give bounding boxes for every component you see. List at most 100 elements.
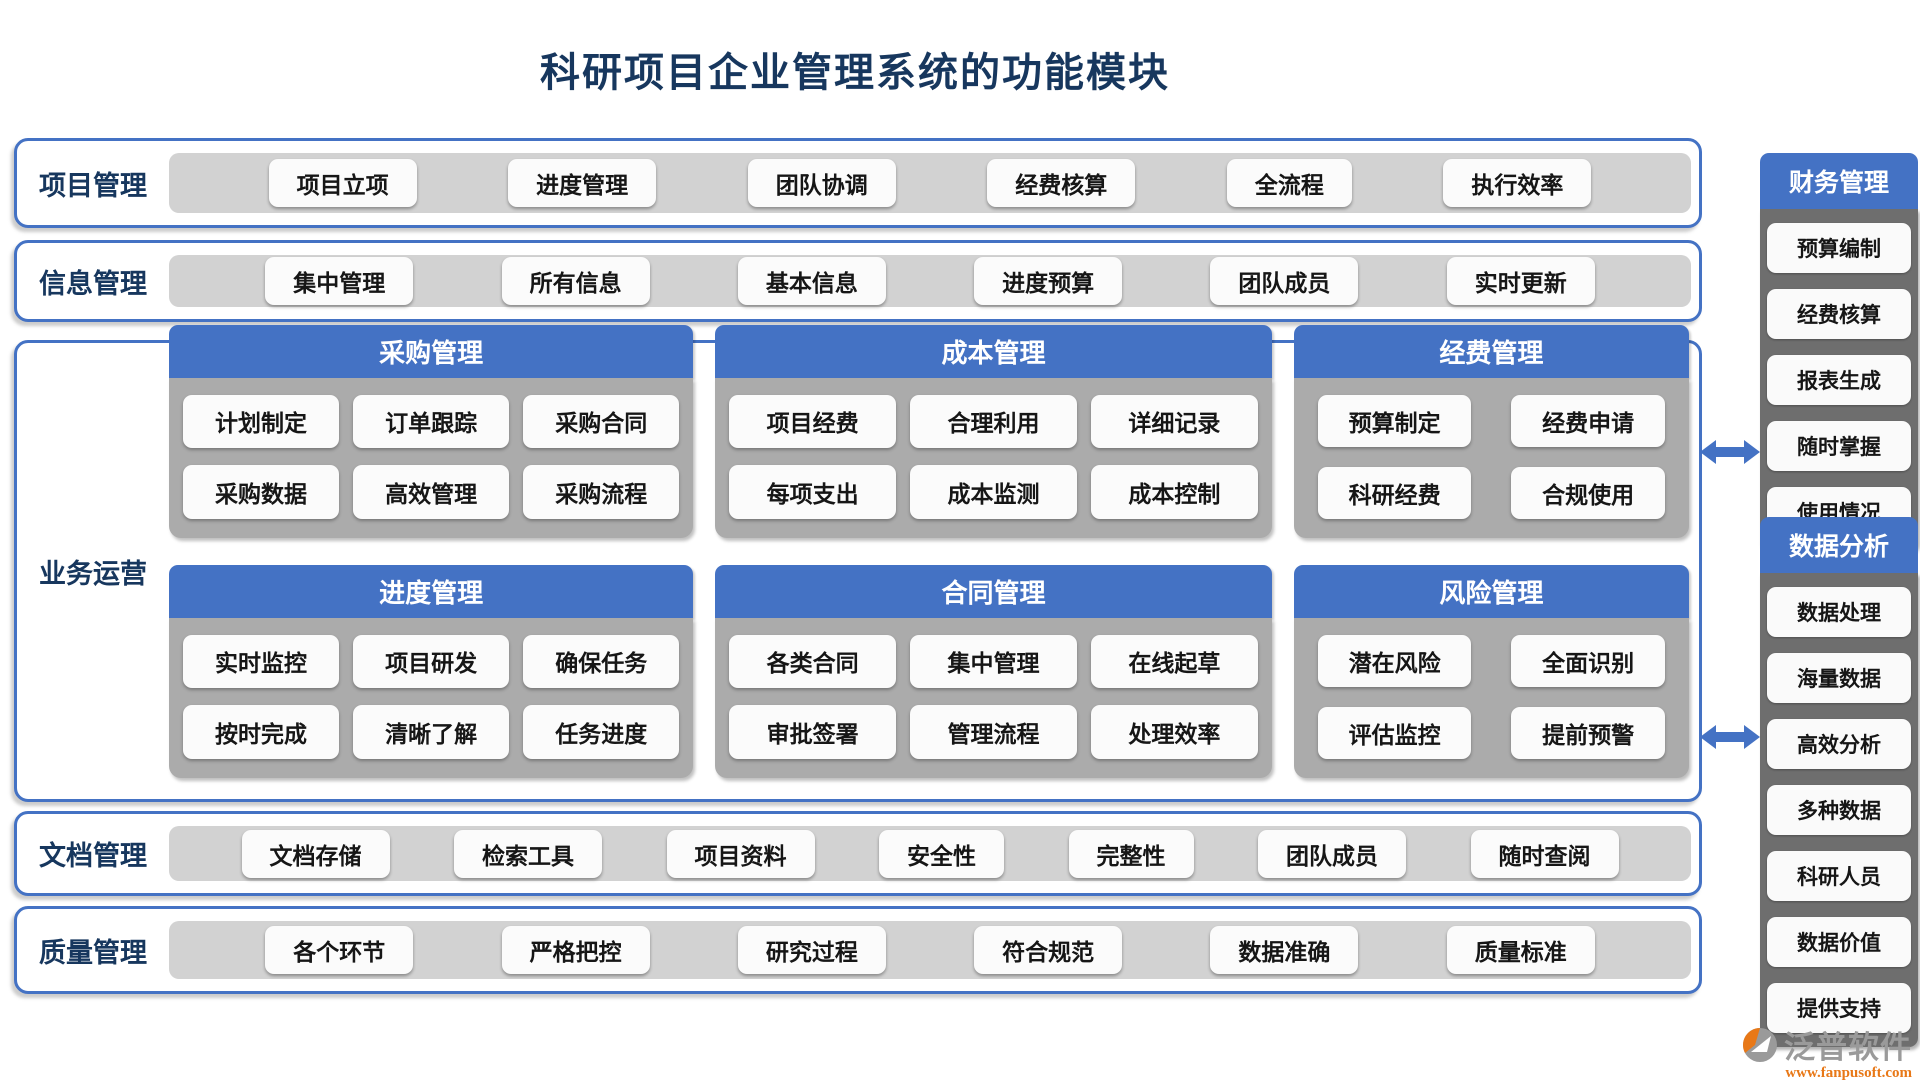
feature-chip: 经费申请 xyxy=(1511,394,1665,447)
band-business: 业务运营采购管理计划制定订单跟踪采购合同采购数据高效管理采购流程成本管理项目经费… xyxy=(14,324,1702,802)
feature-chip: 团队成员 xyxy=(1258,829,1406,878)
module-title: 风险管理 xyxy=(1293,564,1689,618)
double-arrow-icon xyxy=(1700,440,1760,464)
feature-chip: 各个环节 xyxy=(265,926,414,974)
side-panel-finance: 财务管理预算编制经费核算报表生成随时掌握使用情况 xyxy=(1760,153,1918,551)
feature-chip: 数据准确 xyxy=(1210,926,1359,974)
feature-chip: 检索工具 xyxy=(454,829,602,878)
feature-chip: 提供支持 xyxy=(1767,983,1911,1033)
feature-chip: 预算制定 xyxy=(1317,394,1472,447)
feature-chip: 每项支出 xyxy=(729,465,897,519)
module-body: 预算制定经费申请科研经费合规使用 xyxy=(1293,377,1689,538)
page-title: 科研项目企业管理系统的功能模块 xyxy=(540,50,1170,95)
feature-chip: 高效管理 xyxy=(353,465,510,519)
feature-chip: 预算编制 xyxy=(1767,223,1911,273)
feature-chip: 基本信息 xyxy=(737,257,886,305)
side-panel-title: 财务管理 xyxy=(1760,153,1918,209)
module-title: 采购管理 xyxy=(169,324,694,378)
feature-chip: 在线起草 xyxy=(1090,634,1258,688)
feature-chip: 提前预警 xyxy=(1511,706,1665,759)
feature-chip: 项目立项 xyxy=(268,159,417,207)
band-label-info: 信息管理 xyxy=(39,268,147,299)
side-panel-title: 数据分析 xyxy=(1760,517,1918,573)
module-title: 成本管理 xyxy=(715,324,1272,378)
feature-chip: 进度预算 xyxy=(974,257,1123,305)
module-card: 经费管理预算制定经费申请科研经费合规使用 xyxy=(1293,324,1689,538)
feature-chip: 合规使用 xyxy=(1511,466,1665,519)
side-panel-analysis: 数据分析数据处理海量数据高效分析多种数据科研人员数据价值提供支持 xyxy=(1760,517,1918,1047)
module-title: 经费管理 xyxy=(1293,324,1689,378)
feature-chip: 详细记录 xyxy=(1090,394,1258,448)
double-arrow-icon xyxy=(1700,725,1760,749)
module-card: 风险管理潜在风险全面识别评估监控提前预警 xyxy=(1293,564,1689,778)
feature-chip: 各类合同 xyxy=(729,634,897,688)
feature-chip: 进度管理 xyxy=(508,159,657,207)
feature-chip: 按时完成 xyxy=(183,705,340,759)
band-quality: 质量管理各个环节严格把控研究过程符合规范数据准确质量标准 xyxy=(14,906,1702,994)
feature-chip: 研究过程 xyxy=(737,926,886,974)
feature-chip: 确保任务 xyxy=(523,634,680,688)
feature-chip: 合理利用 xyxy=(910,394,1077,448)
band-project: 项目管理项目立项进度管理团队协调经费核算全流程执行效率 xyxy=(14,138,1702,228)
feature-chip: 审批签署 xyxy=(729,705,897,759)
band-strip-info: 集中管理所有信息基本信息进度预算团队成员实时更新 xyxy=(169,255,1691,307)
feature-chip: 处理效率 xyxy=(1090,705,1258,759)
module-body: 计划制定订单跟踪采购合同采购数据高效管理采购流程 xyxy=(169,377,694,538)
feature-chip: 采购流程 xyxy=(523,465,680,519)
band-strip-docs: 文档存储检索工具项目资料安全性完整性团队成员随时查阅 xyxy=(169,826,1691,881)
feature-chip: 计划制定 xyxy=(183,394,340,448)
band-docs: 文档管理文档存储检索工具项目资料安全性完整性团队成员随时查阅 xyxy=(14,811,1702,896)
band-label-business: 业务运营 xyxy=(39,558,147,589)
feature-chip: 采购合同 xyxy=(523,394,680,448)
feature-chip: 科研经费 xyxy=(1317,466,1472,519)
band-label-project: 项目管理 xyxy=(39,170,147,201)
band-strip-quality: 各个环节严格把控研究过程符合规范数据准确质量标准 xyxy=(169,921,1691,979)
feature-chip: 符合规范 xyxy=(974,926,1123,974)
main-column: 项目管理项目立项进度管理团队协调经费核算全流程执行效率信息管理集中管理所有信息基… xyxy=(14,0,1702,1080)
feature-chip: 清晰了解 xyxy=(353,705,510,759)
business-modules-grid: 采购管理计划制定订单跟踪采购合同采购数据高效管理采购流程成本管理项目经费合理利用… xyxy=(169,324,1689,778)
feature-chip: 团队协调 xyxy=(747,159,896,207)
feature-chip: 管理流程 xyxy=(910,705,1077,759)
feature-chip: 执行效率 xyxy=(1443,159,1592,207)
module-title: 合同管理 xyxy=(715,564,1272,618)
feature-chip: 团队成员 xyxy=(1210,257,1359,305)
feature-chip: 多种数据 xyxy=(1767,785,1911,835)
feature-chip: 订单跟踪 xyxy=(353,394,510,448)
feature-chip: 全面识别 xyxy=(1511,634,1665,687)
vendor-logo: 泛普软件 www.fanpusoft.com xyxy=(1712,1022,1912,1080)
vendor-logo-icon xyxy=(1743,1027,1777,1062)
vendor-website: www.fanpusoft.com xyxy=(1785,1065,1912,1080)
feature-chip: 数据价值 xyxy=(1767,917,1911,967)
module-body: 实时监控项目研发确保任务按时完成清晰了解任务进度 xyxy=(169,617,694,778)
band-label-quality: 质量管理 xyxy=(39,937,147,968)
feature-chip: 潜在风险 xyxy=(1317,634,1472,687)
feature-chip: 科研人员 xyxy=(1767,851,1911,901)
module-card: 进度管理实时监控项目研发确保任务按时完成清晰了解任务进度 xyxy=(169,564,694,778)
feature-chip: 项目资料 xyxy=(666,829,815,878)
band-strip-project: 项目立项进度管理团队协调经费核算全流程执行效率 xyxy=(169,153,1691,213)
feature-chip: 高效分析 xyxy=(1767,719,1911,769)
module-body: 各类合同集中管理在线起草审批签署管理流程处理效率 xyxy=(715,617,1272,778)
feature-chip: 质量标准 xyxy=(1446,926,1595,974)
feature-chip: 数据处理 xyxy=(1767,587,1911,637)
feature-chip: 经费核算 xyxy=(987,159,1136,207)
module-card: 采购管理计划制定订单跟踪采购合同采购数据高效管理采购流程 xyxy=(169,324,694,538)
feature-chip: 随时查阅 xyxy=(1470,829,1619,878)
feature-chip: 任务进度 xyxy=(523,705,680,759)
feature-chip: 实时更新 xyxy=(1446,257,1595,305)
feature-chip: 实时监控 xyxy=(183,634,340,688)
feature-chip: 文档存储 xyxy=(241,829,390,878)
feature-chip: 项目研发 xyxy=(353,634,510,688)
feature-chip: 成本监测 xyxy=(910,465,1077,519)
side-panel-body: 预算编制经费核算报表生成随时掌握使用情况 xyxy=(1760,209,1918,551)
feature-chip: 成本控制 xyxy=(1090,465,1258,519)
feature-chip: 集中管理 xyxy=(910,634,1077,688)
feature-chip: 报表生成 xyxy=(1767,355,1911,405)
band-info: 信息管理集中管理所有信息基本信息进度预算团队成员实时更新 xyxy=(14,240,1702,322)
vendor-brand-name: 泛普软件 xyxy=(1784,1030,1912,1065)
module-card: 成本管理项目经费合理利用详细记录每项支出成本监测成本控制 xyxy=(715,324,1272,538)
feature-chip: 所有信息 xyxy=(501,257,650,305)
module-body: 项目经费合理利用详细记录每项支出成本监测成本控制 xyxy=(715,377,1272,538)
feature-chip: 随时掌握 xyxy=(1767,421,1911,471)
